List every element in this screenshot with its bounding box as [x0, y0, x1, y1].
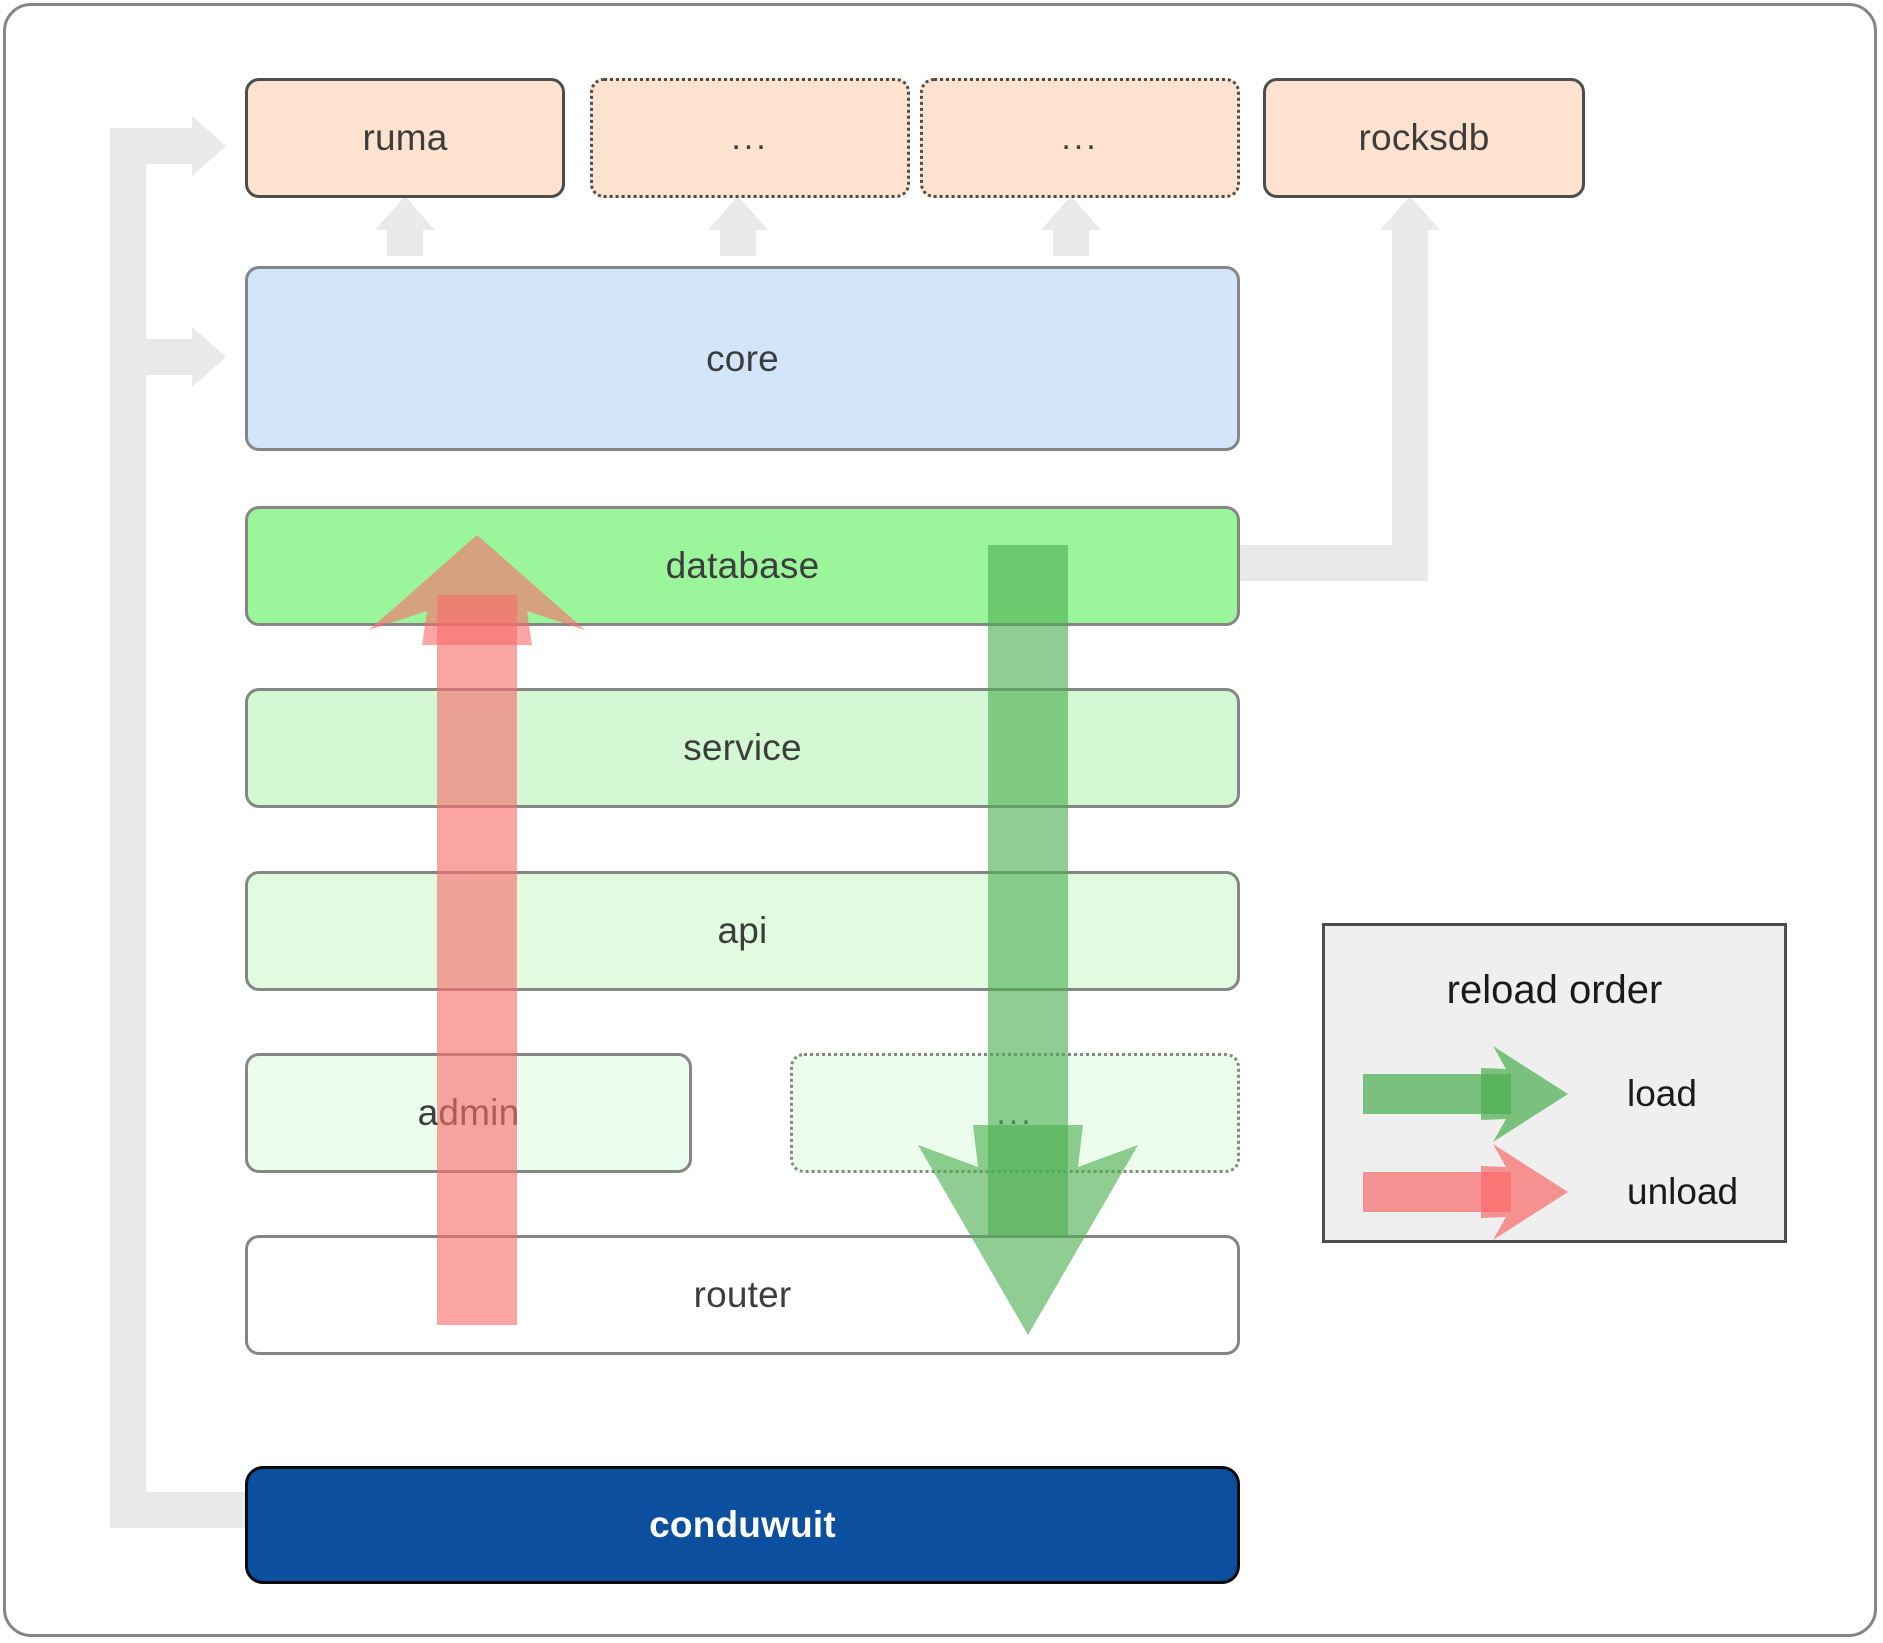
connector-db-to-rocksdb-vertical [1392, 228, 1428, 581]
load-arrow-head [918, 1125, 1138, 1335]
legend-row-load: load [1325, 1046, 1784, 1142]
connector-core-to-ruma-arrowhead [375, 196, 435, 230]
node-core-label: core [706, 337, 779, 379]
node-ruma-label: ruma [362, 117, 448, 158]
node-conduwuit-label: conduwuit [649, 1504, 836, 1545]
node-database-label: database [665, 545, 820, 586]
load-arrow-icon [1363, 1046, 1593, 1142]
load-flow-arrow [918, 545, 1160, 1345]
connector-core-to-dep2-arrowhead [1041, 196, 1101, 230]
connector-left-to-ruma-line [146, 128, 194, 164]
node-rocksdb[interactable]: rocksdb [1263, 78, 1585, 198]
connector-left-to-ruma-arrowhead [192, 116, 226, 176]
node-dep-dots-1-label: ... [731, 118, 769, 157]
node-dep-dots-1[interactable]: ... [590, 78, 910, 198]
unload-flow-arrow [369, 535, 590, 1325]
connector-core-to-dep1-line [720, 226, 756, 256]
legend-label-unload: unload [1627, 1171, 1739, 1212]
node-api-label: api [717, 910, 768, 951]
connector-db-to-rocksdb-horizontal [1230, 545, 1410, 581]
connector-left-to-core-arrowhead [192, 327, 226, 387]
node-conduwuit[interactable]: conduwuit [245, 1466, 1240, 1584]
node-dep-dots-2[interactable]: ... [920, 78, 1240, 198]
connector-left-spine-vertical [110, 128, 146, 1528]
unload-arrow-head [369, 535, 585, 645]
connector-core-to-ruma-line [387, 226, 423, 256]
load-arrow-shaft [988, 545, 1068, 1235]
legend-panel: reload order load unload [1322, 923, 1787, 1243]
connector-left-to-core-line [146, 339, 194, 375]
node-api[interactable]: api [245, 871, 1240, 991]
connector-core-to-dep1-arrowhead [708, 196, 768, 230]
legend-row-unload: unload [1325, 1144, 1784, 1240]
connector-left-spine-to-root [110, 1492, 245, 1528]
unload-arrow-shaft [437, 595, 517, 1325]
connector-core-to-dep2-line [1053, 226, 1089, 256]
connector-db-to-rocksdb-arrowhead [1380, 196, 1440, 230]
unload-arrow-icon [1363, 1144, 1593, 1240]
node-core[interactable]: core [245, 266, 1240, 451]
node-dep-dots-2-label: ... [1061, 118, 1099, 157]
node-rocksdb-label: rocksdb [1358, 117, 1490, 158]
node-router-label: router [693, 1274, 792, 1315]
legend-title: reload order [1446, 968, 1663, 1012]
node-ruma[interactable]: ruma [245, 78, 565, 198]
node-service-label: service [683, 727, 802, 768]
legend-label-load: load [1627, 1073, 1697, 1114]
